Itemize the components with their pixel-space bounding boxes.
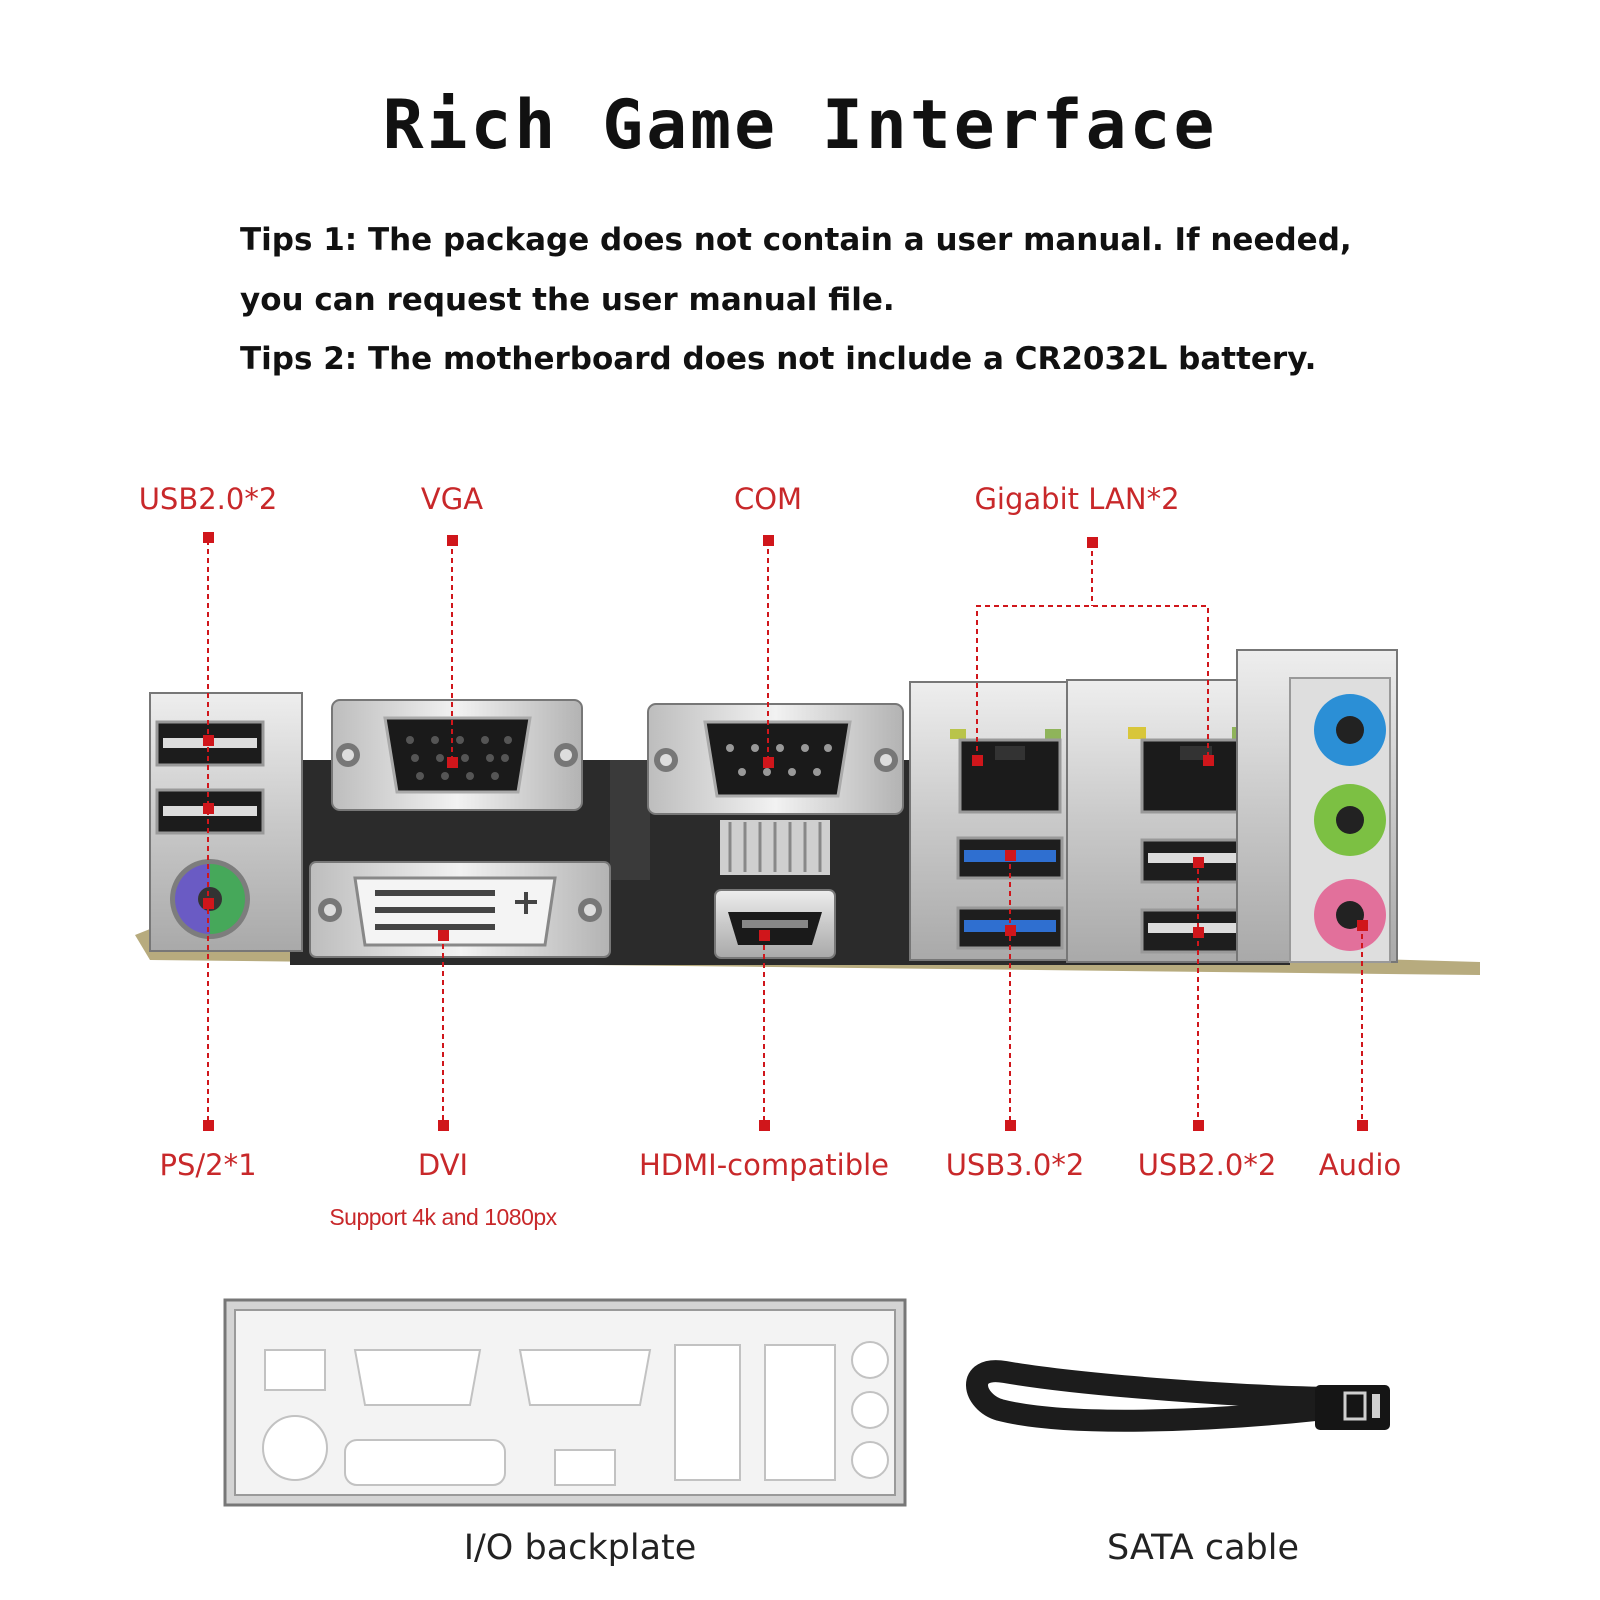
usb2-ps2-stack xyxy=(149,692,303,952)
tip-2: Tips 2: The motherboard does not include… xyxy=(240,341,1317,377)
label-vga: VGA xyxy=(420,482,484,516)
label-ps2: PS/2*1 xyxy=(159,1148,257,1182)
vga-connector xyxy=(331,699,583,811)
label-hdmi: HDMI-compatible xyxy=(638,1148,890,1182)
dvi-resolution-note: Support 4k and 1080px xyxy=(329,1204,557,1230)
label-usb2-right: USB2.0*2 xyxy=(1137,1148,1277,1182)
label-audio: Audio xyxy=(1318,1148,1402,1182)
tip-1-line-2: you can request the user manual file. xyxy=(240,282,895,318)
callout-lines xyxy=(207,540,1363,1120)
dvi-connector xyxy=(309,861,611,958)
hdmi-connector xyxy=(714,889,836,959)
lan1-usb3-stack xyxy=(909,681,1086,961)
io-backplate-illustration xyxy=(223,1298,907,1507)
sata-cable-illustration xyxy=(966,1360,1390,1432)
audio-jacks xyxy=(1236,649,1398,963)
label-usb3: USB3.0*2 xyxy=(945,1148,1085,1182)
label-gigabit-lan: Gigabit LAN*2 xyxy=(974,482,1180,516)
label-com: COM xyxy=(733,482,803,516)
caption-backplate: I/O backplate xyxy=(463,1528,697,1568)
page-title: Rich Game Interface xyxy=(382,86,1218,165)
tip-1-line-1: Tips 1: The package does not contain a u… xyxy=(240,222,1352,258)
caption-sata-cable: SATA cable xyxy=(1107,1528,1299,1568)
callout-markers xyxy=(203,532,1368,1131)
label-usb2-left: USB2.0*2 xyxy=(138,482,278,516)
com-connector xyxy=(647,703,904,875)
label-dvi: DVI xyxy=(417,1148,469,1182)
